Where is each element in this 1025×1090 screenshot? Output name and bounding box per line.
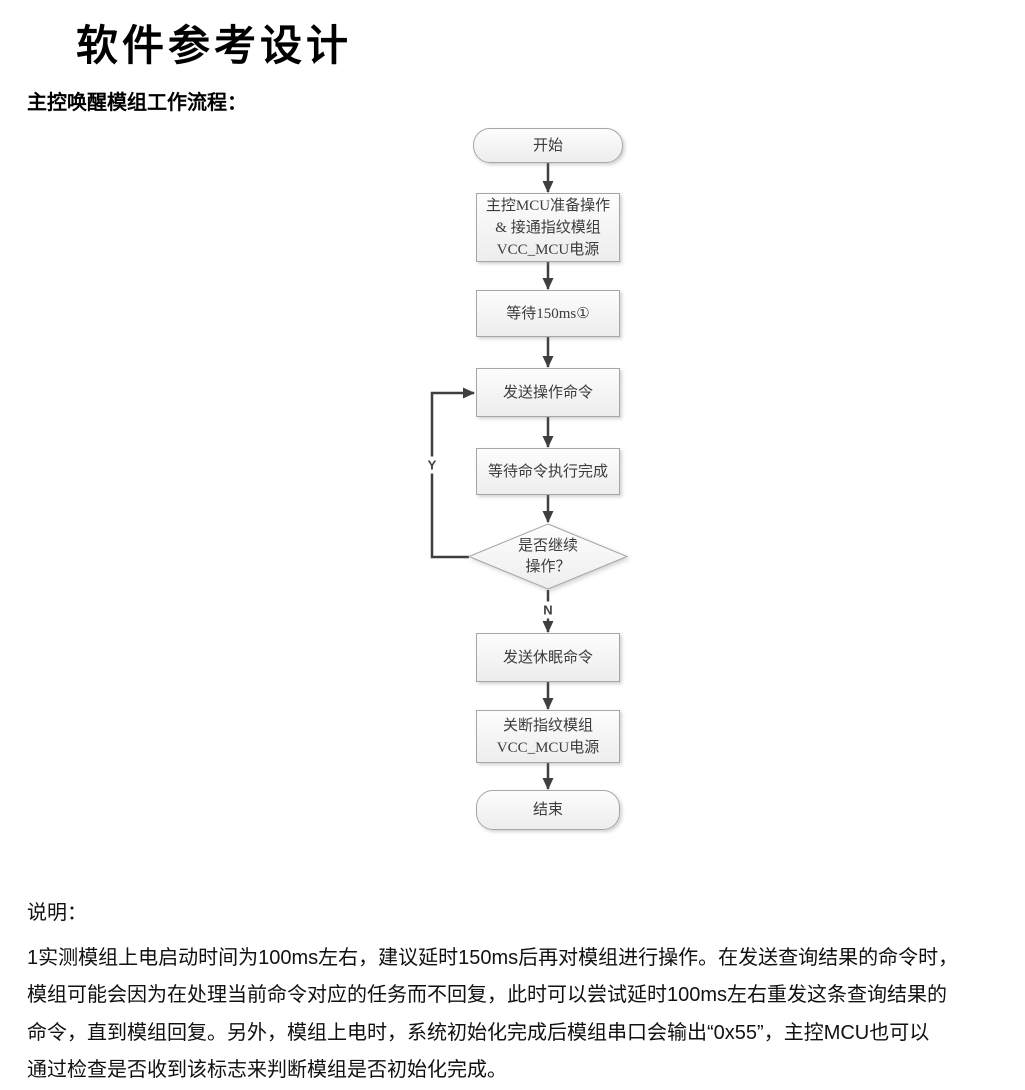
flow-node-send-sleep-label: 发送休眠命令 — [502, 649, 593, 666]
notes-body-line3: 命令，直到模组回复。另外，模组上电时，系统初始化完成后模组串口会输出“0x55”… — [27, 1021, 930, 1044]
flow-node-wait-150ms: 等待150ms① — [476, 290, 620, 337]
page-title: 软件参考设计 — [76, 22, 353, 69]
flow-node-wait-150ms-label: 等待150ms① — [506, 305, 590, 322]
flow-node-prepare-line3: VCC_MCU电源 — [496, 241, 600, 258]
flow-node-prepare-line1: 主控MCU准备操作 — [485, 197, 611, 214]
decision-diamond-shape — [468, 523, 628, 590]
flow-node-wait-command-done-label: 等待命令执行完成 — [487, 463, 608, 480]
flow-node-prepare-mcu: 主控MCU准备操作 & 接通指纹模组 VCC_MCU电源 — [476, 193, 620, 262]
flow-node-start-label: 开始 — [532, 137, 563, 154]
notes-section: 说明： 1实测模组上电启动时间为100ms左右，建议延时150ms后再对模组进行… — [27, 896, 1017, 1090]
flow-node-send-sleep: 发送休眠命令 — [476, 633, 620, 682]
flow-node-end-label: 结束 — [532, 802, 563, 818]
flow-node-send-operation: 发送操作命令 — [476, 368, 620, 417]
notes-body-line2: 模组可能会因为在处理当前命令对应的任务而不回复，此时可以尝试延时100ms左右重… — [27, 984, 948, 1007]
branch-label-no: N — [541, 601, 555, 619]
flow-node-start: 开始 — [473, 128, 623, 163]
flow-node-send-operation-label: 发送操作命令 — [502, 384, 593, 401]
notes-body-line4: 通过检查是否收到该标志来判断模组是否初始化完成。 — [27, 1059, 507, 1082]
flow-node-power-off-line1: 关断指纹模组 — [502, 717, 593, 734]
section-heading: 主控唤醒模组工作流程： — [27, 92, 247, 114]
notes-body-line1: 1实测模组上电启动时间为100ms左右，建议延时150ms后再对模组进行操作。在… — [27, 947, 959, 969]
notes-heading: 说明： — [27, 902, 87, 924]
flow-node-decision-line2: 操作？ — [525, 558, 571, 575]
flow-node-wait-command-done: 等待命令执行完成 — [476, 448, 620, 495]
flow-node-decision-line1: 是否继续 — [517, 537, 578, 554]
flow-node-power-off-line2: VCC_MCU电源 — [496, 739, 600, 756]
branch-label-yes: Y — [425, 456, 439, 474]
flow-node-power-off: 关断指纹模组 VCC_MCU电源 — [476, 710, 620, 763]
flow-node-decision: 是否继续 操作？ — [468, 523, 628, 590]
flow-node-end: 结束 — [476, 790, 620, 830]
flowchart-figure: 开始 主控MCU准备操作 & 接通指纹模组 VCC_MCU电源 等待150ms①… — [380, 120, 690, 850]
flow-node-prepare-line2: & 接通指纹模组 — [495, 219, 601, 236]
